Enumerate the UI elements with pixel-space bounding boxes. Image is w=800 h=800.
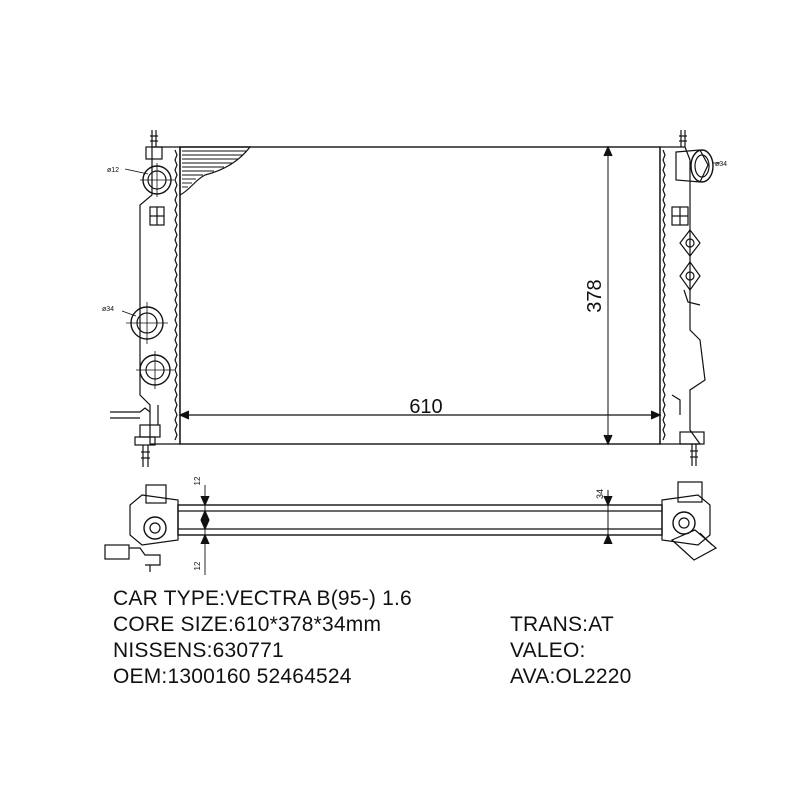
height-dimension-line	[603, 145, 613, 446]
width-dimension-line	[178, 410, 662, 420]
trans-text: TRANS:AT	[510, 613, 614, 636]
left-bracket	[149, 206, 165, 226]
right-tank	[659, 146, 706, 445]
valeo-text: VALEO:	[510, 639, 586, 662]
right-bottom-pin	[671, 394, 705, 466]
radiator-front-view	[110, 130, 720, 467]
pipe-diameter-label-left-lower: ø34	[102, 306, 114, 313]
car-type-text: CAR TYPE:VECTRA B(95-) 1.6	[113, 587, 412, 610]
left-middle-pipe	[121, 302, 168, 344]
width-dimension-label: 610	[409, 396, 442, 418]
pipe-diameter-label-right: ø34	[715, 161, 727, 168]
height-dimension-label: 378	[584, 279, 606, 312]
depth-dimension-line	[603, 490, 613, 545]
right-top-pin	[679, 130, 687, 147]
right-fitting-upper	[679, 229, 701, 257]
left-top-pin	[145, 130, 163, 160]
left-upper-pipe	[124, 163, 174, 197]
right-fitting-lower	[679, 260, 701, 306]
filler-plate-hatched	[179, 146, 252, 196]
radiator-top-view	[104, 481, 718, 575]
left-bottom-pin	[110, 405, 161, 467]
nissens-text: NISSENS:630771	[113, 639, 284, 662]
pipe-diameter-label-left-upper: ø12	[107, 167, 119, 174]
right-bracket	[671, 206, 689, 226]
oem-text: OEM:1300160 52464524	[113, 665, 352, 688]
right-end-tank-top	[661, 494, 711, 546]
left-lower-pipe	[136, 351, 174, 389]
flange-top-label: 12	[193, 476, 202, 485]
flange-dimension-lines	[200, 485, 210, 575]
core-depth-view	[177, 504, 663, 536]
right-upper-pipe	[675, 149, 720, 183]
left-end-tank-top	[129, 494, 179, 546]
flange-bottom-label: 12	[193, 561, 202, 570]
core-size-text: CORE SIZE:610*378*34mm	[113, 613, 382, 636]
depth-dimension-label: 34	[595, 489, 605, 499]
left-tank	[139, 146, 181, 445]
ava-text: AVA:OL2220	[510, 665, 632, 688]
